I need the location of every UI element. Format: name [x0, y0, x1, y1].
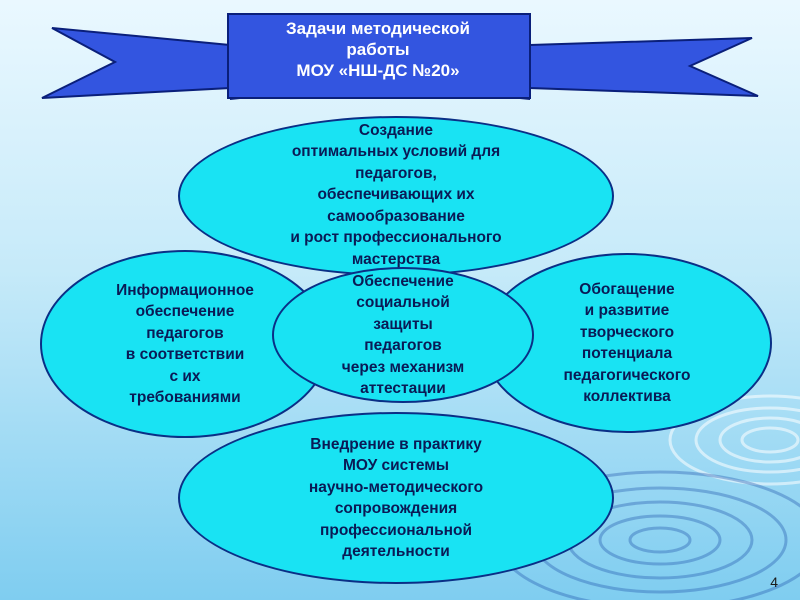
task-ellipse-optimal-conditions: Создание оптимальных условий для педагог… [178, 116, 614, 276]
task-text-information-support: Информационное обеспечение педагогов в с… [116, 281, 254, 407]
slide-number: 4 [770, 574, 778, 590]
title-ribbon-banner [41, 13, 759, 100]
task-text-creative-potential: Обогащение и развитие творческого потенц… [563, 280, 691, 406]
task-text-optimal-conditions: Создание оптимальных условий для педагог… [290, 121, 502, 268]
task-text-social-protection: Обеспечение социальной защиты педагогов … [341, 272, 465, 398]
task-text-methodical-support: Внедрение в практику МОУ системы научно-… [308, 435, 484, 561]
task-ellipse-methodical-support: Внедрение в практику МОУ системы научно-… [178, 412, 614, 584]
task-ellipse-social-protection: Обеспечение социальной защиты педагогов … [272, 267, 534, 403]
banner-title: Задачи методической работы МОУ «НШ-ДС №2… [286, 19, 470, 80]
